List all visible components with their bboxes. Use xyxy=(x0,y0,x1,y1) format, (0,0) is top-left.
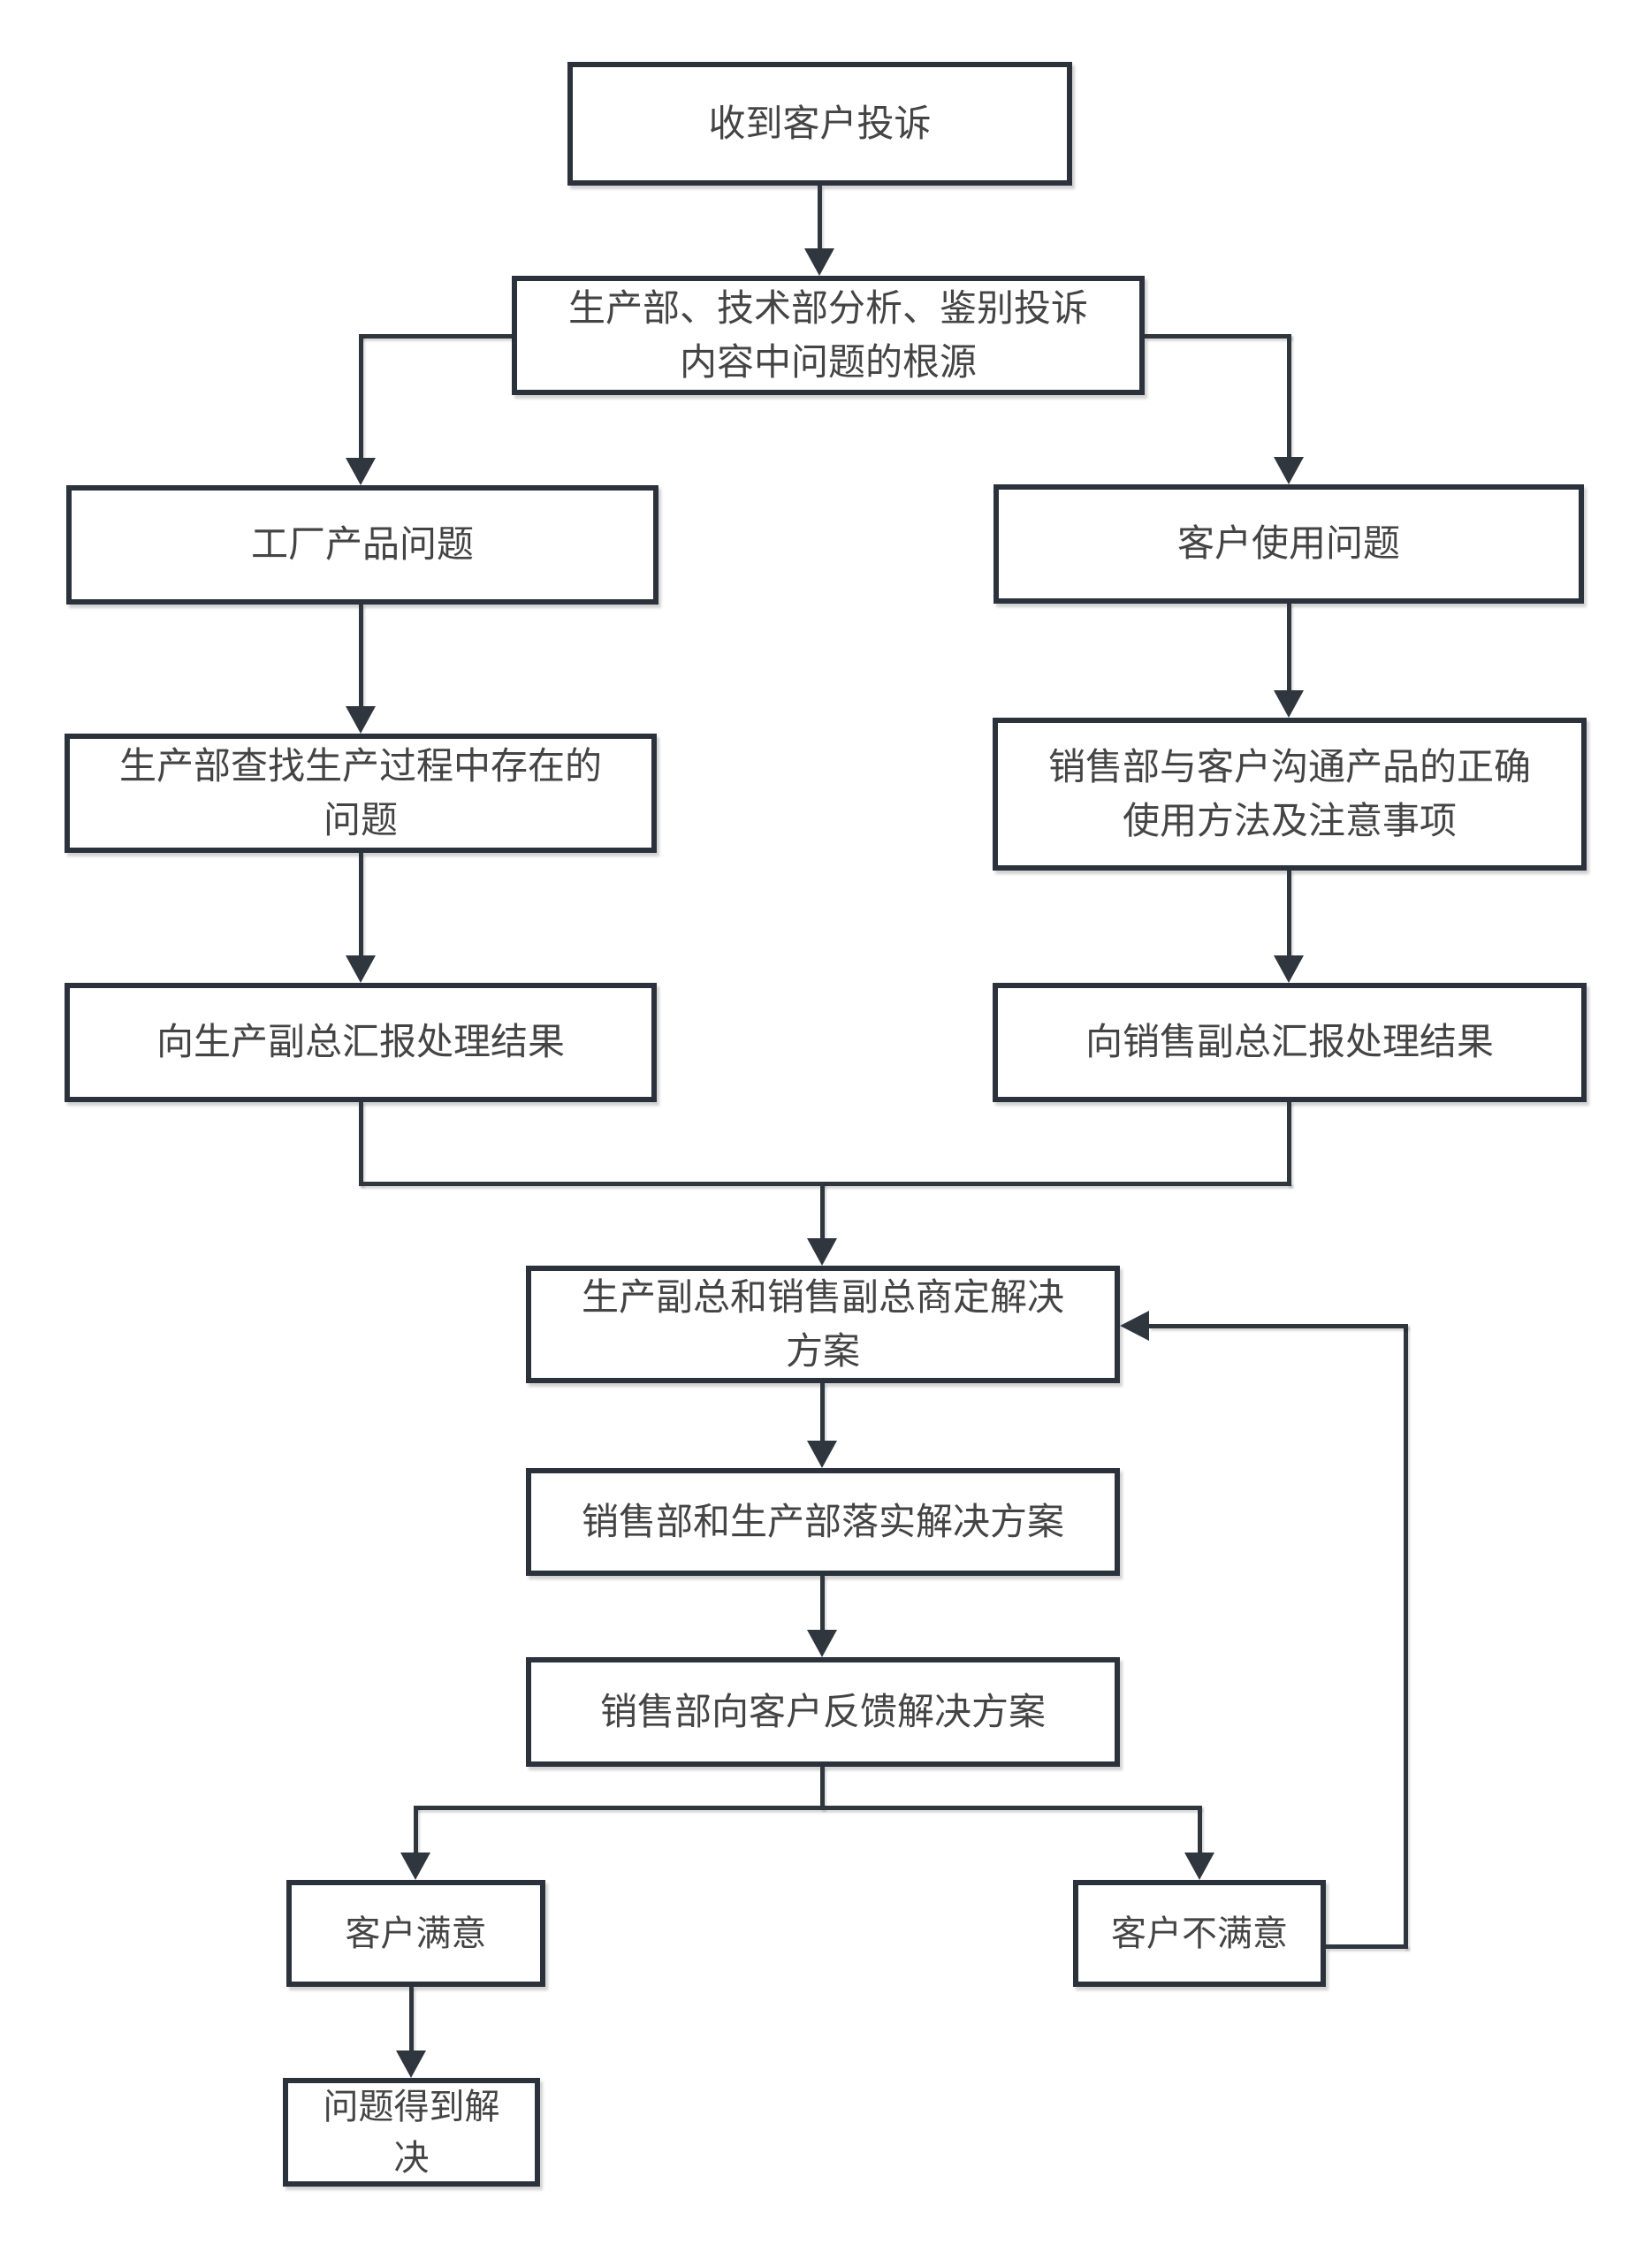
connector-line xyxy=(1326,1944,1408,1949)
node-customer-unsatisfied: 客户不满意 xyxy=(1073,1880,1326,1987)
arrow-down-icon xyxy=(1184,1853,1214,1880)
connector-line xyxy=(1145,334,1291,339)
arrow-down-icon xyxy=(1274,690,1304,718)
node-customer-usage-problem: 客户使用问题 xyxy=(993,484,1584,604)
arrow-down-icon xyxy=(346,458,376,485)
node-production-find-problem: 生产部查找生产过程中存在的 问题 xyxy=(65,734,657,853)
connector-line xyxy=(1198,1806,1202,1854)
arrow-left-icon xyxy=(1120,1311,1149,1341)
connector-line xyxy=(818,186,822,252)
node-sales-communicate-usage: 销售部与客户沟通产品的正确 使用方法及注意事项 xyxy=(993,718,1587,871)
connector-line xyxy=(409,1987,414,2052)
node-report-sales-vp: 向销售副总汇报处理结果 xyxy=(993,983,1587,1102)
connector-line xyxy=(1404,1324,1408,1949)
arrow-down-icon xyxy=(1274,457,1304,484)
connector-line xyxy=(414,1806,1201,1810)
node-problem-solved: 问题得到解 决 xyxy=(283,2078,540,2187)
connector-line xyxy=(359,1102,363,1186)
connector-line xyxy=(1149,1324,1408,1328)
connector-line xyxy=(820,1182,825,1240)
arrow-down-icon xyxy=(807,1441,837,1468)
arrow-down-icon xyxy=(807,1238,837,1266)
connector-line xyxy=(1287,1102,1291,1186)
node-factory-product-problem: 工厂产品问题 xyxy=(66,485,659,605)
connector-line xyxy=(820,1383,825,1442)
arrow-down-icon xyxy=(804,248,834,276)
node-customer-satisfied: 客户满意 xyxy=(286,1880,545,1987)
connector-line xyxy=(359,853,363,957)
connector-line xyxy=(359,334,512,339)
arrow-down-icon xyxy=(1274,955,1304,983)
connector-line xyxy=(359,605,363,708)
node-report-production-vp: 向生产副总汇报处理结果 xyxy=(65,983,657,1102)
arrow-down-icon xyxy=(807,1630,837,1657)
connector-line xyxy=(359,334,363,460)
arrow-down-icon xyxy=(346,706,376,734)
connector-line xyxy=(820,1576,825,1632)
connector-line xyxy=(820,1767,825,1810)
arrow-down-icon xyxy=(400,1853,430,1880)
arrow-down-icon xyxy=(346,955,376,983)
node-receive-complaint: 收到客户投诉 xyxy=(567,62,1072,186)
connector-line xyxy=(414,1806,418,1854)
arrow-down-icon xyxy=(396,2050,426,2078)
node-implement-solution: 销售部和生产部落实解决方案 xyxy=(526,1468,1120,1576)
connector-line xyxy=(1287,334,1291,459)
node-feedback-solution: 销售部向客户反馈解决方案 xyxy=(526,1657,1120,1767)
node-analyze-root-cause: 生产部、技术部分析、鉴别投诉 内容中问题的根源 xyxy=(512,276,1145,395)
node-vps-decide-solution: 生产副总和销售副总商定解决 方案 xyxy=(526,1266,1120,1383)
connector-line xyxy=(1287,604,1291,692)
connector-line xyxy=(359,1182,1291,1186)
connector-line xyxy=(1287,871,1291,957)
